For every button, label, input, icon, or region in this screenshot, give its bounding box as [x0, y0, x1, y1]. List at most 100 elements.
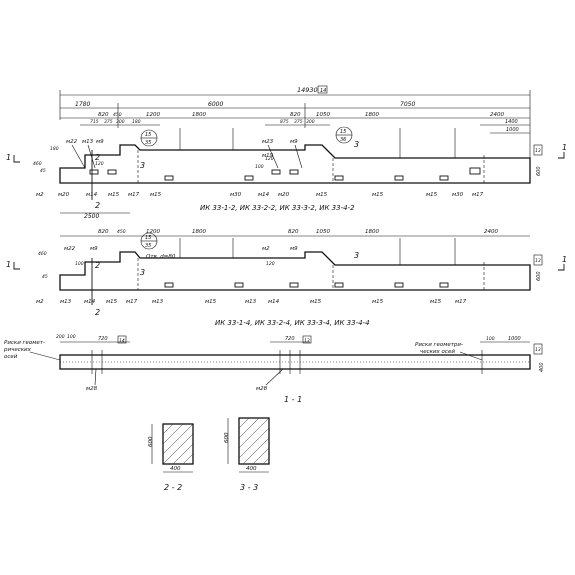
- beam2-mark-m17a: м17: [126, 299, 138, 305]
- section2-width: 400: [170, 466, 181, 472]
- beam2-mark-m9b: м9: [290, 246, 298, 252]
- beam1-mark-m30a: м30: [230, 192, 242, 198]
- beam2-mark-m22: м22: [64, 246, 76, 252]
- beam2-dim-1050: 1050: [316, 229, 330, 235]
- beam1-section-3b: 3: [354, 140, 359, 149]
- plan-mark-m28a: м28: [86, 386, 98, 392]
- beam1-circle2-top: 15: [340, 129, 346, 135]
- beam1-mark-m2: м2: [36, 192, 44, 198]
- section2-title: 2 - 2: [164, 483, 182, 492]
- beam2-mark-m13c: м13: [245, 299, 257, 305]
- beam1-total-badge: 14: [320, 88, 326, 94]
- beam2-val-100: 100: [75, 261, 84, 267]
- beam1-val-120b: 120: [265, 156, 274, 162]
- beam1-val-120a: 120: [95, 161, 104, 167]
- section3-width: 400: [246, 466, 257, 472]
- beam1-mark-m15c: м15: [316, 192, 328, 198]
- beam1-end-badge: 13: [535, 148, 541, 154]
- beam2-cut-marker-right: 1: [562, 255, 567, 264]
- beam2-height: 600: [536, 271, 542, 281]
- beam1-section-3a: 3: [140, 161, 145, 170]
- beam1-dim-1000: 1000: [506, 127, 519, 133]
- plan-right-note-1: Риски геометри-: [415, 342, 463, 348]
- beam1-dim-1050: 1050: [316, 112, 330, 118]
- beam1-cut2-top: 2: [95, 153, 100, 162]
- section3-height: 600: [224, 432, 230, 443]
- beam1-mark-m17a: м17: [128, 192, 140, 198]
- beam1-dim-300a: 300: [116, 119, 125, 125]
- beam1-mark-m15e: м15: [426, 192, 438, 198]
- beam1-dim-180: 180: [132, 119, 141, 125]
- beam1-mark-m22: м22: [66, 139, 78, 145]
- beam2-mark-m14b: м14: [268, 299, 280, 305]
- plan-end-badge: 13: [535, 347, 541, 353]
- beam1-val-180: 180: [50, 146, 59, 152]
- beam2-circle-bottom: 35: [145, 243, 151, 249]
- section-2-2: 400 600 2 - 2: [148, 423, 194, 492]
- beam1-val-45: 45: [40, 168, 46, 174]
- beam1-cut2-bottom: 2: [95, 201, 100, 210]
- beam2-dim-450: 450: [117, 229, 126, 235]
- beam1-mark-m23: м23: [262, 139, 274, 145]
- plan-right-note-2: ческих осей: [420, 349, 455, 355]
- beam1-dim-2400: 2400: [490, 112, 504, 118]
- beam1-dim-875: 875: [280, 119, 289, 125]
- beam2-mark-m17b: м17: [455, 299, 467, 305]
- plan-left-note-1: Риски геомет-: [4, 340, 45, 346]
- beam1-circle1-top: 15: [145, 132, 151, 138]
- beam1-dim-6000: 6000: [208, 101, 223, 108]
- plan-dim-1000: 1000: [508, 336, 521, 342]
- beam1-mark-m19: м19: [262, 153, 274, 159]
- beam2-section-3b: 3: [354, 251, 359, 260]
- beam1-height: 600: [536, 166, 542, 176]
- beam2-caption: ИК 33-1-4, ИК 33-2-4, ИК 33-3-4, ИК 33-4…: [215, 319, 370, 327]
- beam1-dim-7050: 7050: [400, 101, 415, 108]
- plan-dim-200: 200: [56, 334, 65, 340]
- beam2-hole-note: Отв. d=80: [146, 254, 176, 260]
- beam2-elevation: 820 450 1200 1800 820 1050 1800 2400 15 …: [6, 229, 567, 327]
- beam1-circle1-bottom: 35: [145, 140, 151, 146]
- beam1-mark-m30b: м30: [452, 192, 464, 198]
- beam2-val-120: 120: [266, 261, 275, 267]
- beam1-elevation: 14930 14 1780 6000 7050 820 1200 1800 82…: [6, 85, 567, 220]
- beam2-mark-m2a: м2: [36, 299, 44, 305]
- beam1-cut-dim: 2500: [84, 213, 99, 220]
- beam1-mark-m14b: м14: [258, 192, 270, 198]
- beam1-dim-1400: 1400: [505, 119, 518, 125]
- beam1-cut-marker-left: 1: [6, 153, 11, 162]
- beam2-end-badge: 13: [535, 258, 541, 264]
- beam2-mark-m15d: м15: [372, 299, 384, 305]
- plan-left-note-3: осей: [4, 354, 18, 360]
- beam2-dim-1800a: 1800: [192, 229, 206, 235]
- section-3-3: 400 600 3 - 3: [224, 417, 270, 492]
- beam1-total-length: 14930: [297, 86, 318, 94]
- beam1-dim-375a: 375: [104, 119, 113, 125]
- beam2-dim-2400: 2400: [484, 229, 498, 235]
- beam1-dim-300b: 300: [306, 119, 315, 125]
- beam1-dim-375b: 375: [294, 119, 303, 125]
- beam2-mark-m15c: м15: [310, 299, 322, 305]
- plan-badge-a: 14: [119, 338, 125, 344]
- plan-dim-100a: 100: [67, 334, 76, 340]
- beam1-circle2-bottom: 36: [340, 137, 346, 143]
- beam1-mark-m17b: м17: [472, 192, 484, 198]
- beam2-cut2-bottom: 2: [95, 308, 100, 317]
- beam1-dim-1800a: 1800: [192, 112, 206, 118]
- beam1-mark-m15a: м15: [108, 192, 120, 198]
- beam1-caption: ИК 33-1-2, ИК 33-2-2, ИК 33-3-2, ИК 33-4…: [200, 204, 355, 212]
- beam1-mark-m15d: м15: [372, 192, 384, 198]
- plan-section-title: 1 - 1: [284, 395, 302, 404]
- section3-title: 3 - 3: [240, 483, 258, 492]
- beam1-dim-450: 450: [113, 112, 122, 118]
- beam2-section-3a: 3: [140, 268, 145, 277]
- beam1-dim-820b: 820: [290, 112, 301, 118]
- beam2-dim-820b: 820: [288, 229, 299, 235]
- beam2-mark-m15e: м15: [430, 299, 442, 305]
- plan-mark-m28b: м28: [256, 386, 268, 392]
- beam1-dim-1200: 1200: [146, 112, 160, 118]
- beam2-cut-marker-left: 1: [6, 260, 11, 269]
- beam1-mark-m14a: м14: [86, 192, 98, 198]
- plan-badge-b: 13: [304, 338, 310, 344]
- beam2-circle-top: 15: [145, 235, 151, 241]
